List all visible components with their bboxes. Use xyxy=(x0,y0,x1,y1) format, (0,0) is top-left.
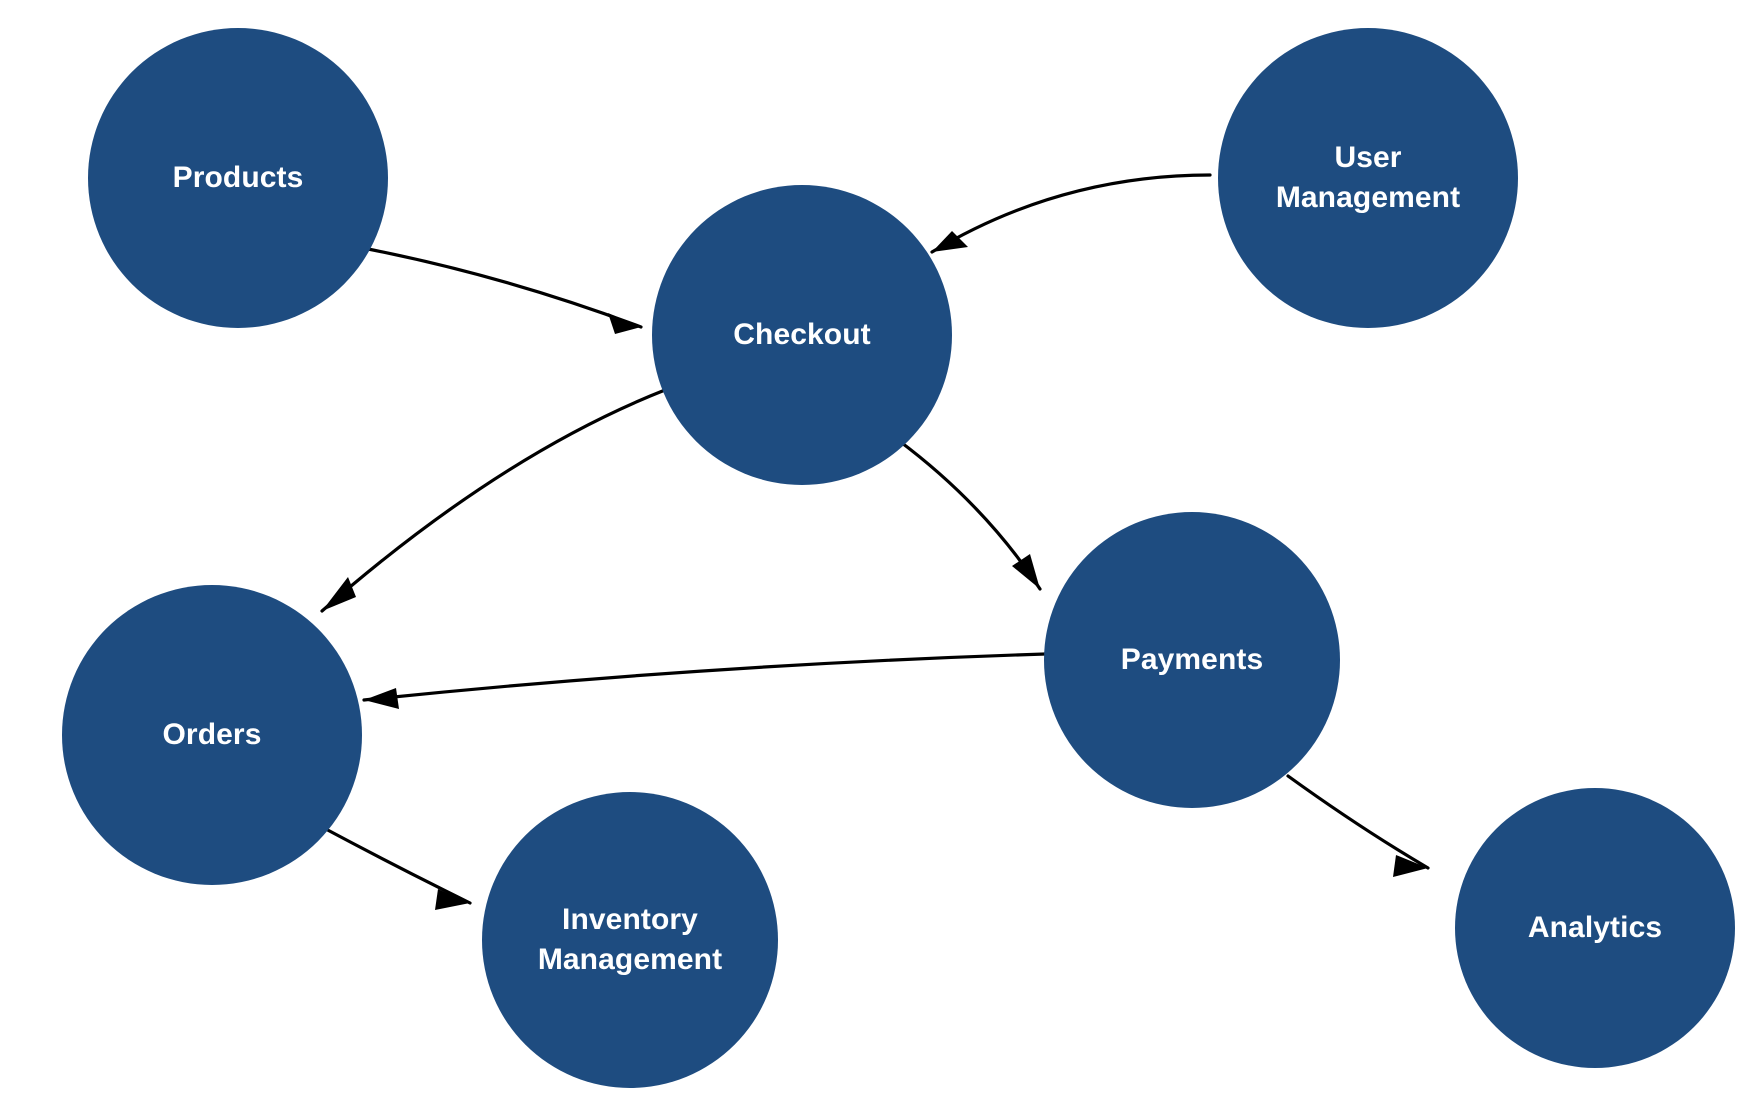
edge-line xyxy=(930,173,1212,254)
edge-payments-to-analytics[interactable] xyxy=(1286,774,1430,877)
node-inventory-management[interactable]: Inventory Management xyxy=(482,792,778,1088)
arrowhead-icon xyxy=(435,889,470,910)
node-label: User Management xyxy=(1275,141,1461,214)
edge-line xyxy=(320,825,472,905)
edge-checkout-to-payments[interactable] xyxy=(896,438,1042,591)
node-payments[interactable]: Payments xyxy=(1044,512,1340,808)
arrowhead-icon xyxy=(932,231,968,252)
arrowhead-icon xyxy=(1012,554,1040,589)
edge-products-to-checkout[interactable] xyxy=(366,247,643,334)
arrowhead-icon xyxy=(364,688,399,709)
node-label: Checkout xyxy=(733,318,871,352)
edge-orders-to-inventory[interactable] xyxy=(320,825,472,910)
node-label: Products xyxy=(172,161,304,195)
edge-line xyxy=(366,247,643,329)
arrowhead-icon xyxy=(322,577,356,611)
node-user-management[interactable]: User Management xyxy=(1218,28,1518,328)
node-products[interactable]: Products xyxy=(88,28,388,328)
node-checkout[interactable]: Checkout xyxy=(652,185,952,485)
arrowhead-icon xyxy=(608,313,641,334)
node-label: Payments xyxy=(1120,643,1264,677)
node-analytics[interactable]: Analytics xyxy=(1455,788,1735,1068)
node-label: Inventory Management xyxy=(537,903,723,976)
edge-line xyxy=(1286,774,1430,870)
arrowhead-icon xyxy=(1393,855,1428,877)
edge-line xyxy=(320,388,667,613)
edge-checkout-to-orders[interactable] xyxy=(320,388,667,613)
node-label: Orders xyxy=(162,718,262,752)
node-orders[interactable]: Orders xyxy=(62,585,362,885)
edge-line xyxy=(362,652,1047,702)
node-label: Analytics xyxy=(1527,911,1663,945)
edge-usermgmt-to-checkout[interactable] xyxy=(930,173,1212,254)
edge-payments-to-orders[interactable] xyxy=(362,652,1047,709)
